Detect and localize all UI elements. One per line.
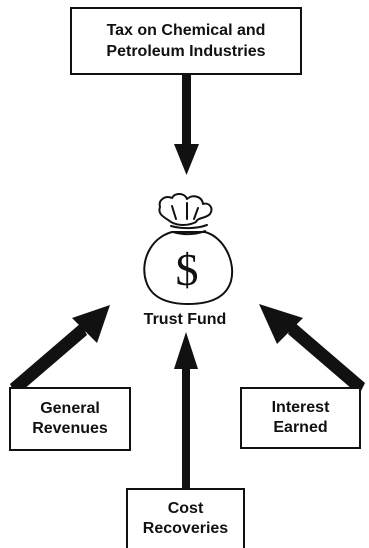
general-revenues-box: General Revenues (9, 387, 131, 451)
tax-source-box: Tax on Chemical and Petroleum Industries (70, 7, 302, 75)
cost-recoveries-line1: Cost (167, 500, 204, 517)
tax-source-line2: Petroleum Industries (106, 43, 266, 60)
cost-recoveries-box: Cost Recoveries (126, 488, 245, 548)
money-bag-icon (143, 193, 234, 305)
arrow-from-interest-earned (259, 304, 365, 395)
interest-earned-line1: Interest (271, 399, 330, 416)
arrow-from-cost-recoveries (174, 332, 198, 488)
interest-earned-line2: Earned (273, 419, 328, 436)
tax-source-line1: Tax on Chemical and (106, 22, 266, 39)
general-revenues-line2: Revenues (32, 420, 108, 437)
interest-earned-box: Interest Earned (240, 387, 361, 449)
arrow-from-general-revenues (10, 305, 110, 396)
general-revenues-line1: General (40, 400, 100, 417)
dollar-sign: $ (176, 244, 199, 295)
arrow-from-tax (174, 75, 199, 175)
trust-fund-label: Trust Fund (143, 311, 227, 328)
cost-recoveries-line2: Recoveries (142, 520, 229, 537)
